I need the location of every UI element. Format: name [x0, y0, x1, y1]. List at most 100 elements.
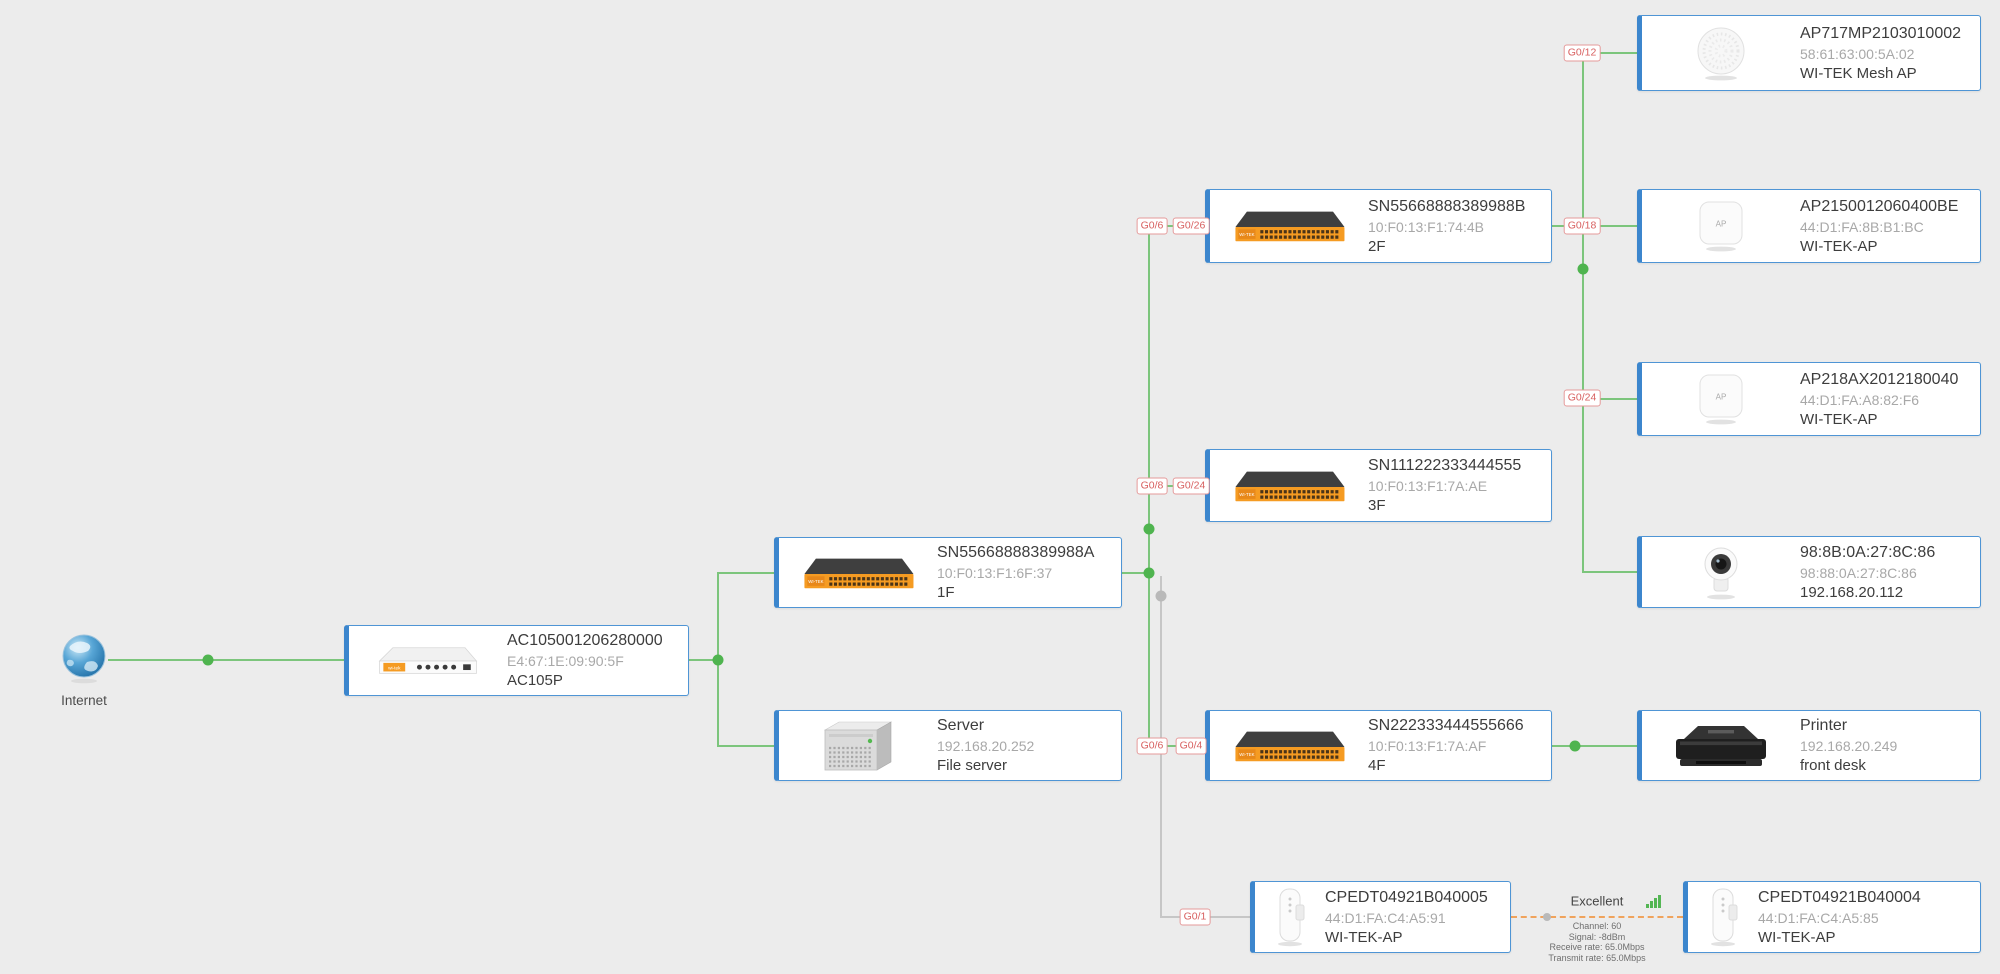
device-card-switch-4f[interactable]: WI-TEK SN222333444555666 10:F0:13:F1:7A:… [1205, 710, 1552, 781]
device-card-mesh-ap[interactable]: AP717MP2103010002 58:61:63:00:5A:02 WI-T… [1637, 15, 1981, 91]
port-label-g0-24: G0/24 [1172, 477, 1210, 495]
device-ip: 192.168.20.112 [1800, 583, 1904, 601]
mesh-ap-icon [1642, 24, 1800, 82]
signal-bars-icon [1646, 895, 1661, 908]
camera-icon [1642, 543, 1800, 601]
svg-text:WI-TEK: WI-TEK [1239, 232, 1254, 237]
device-card-server[interactable]: Server 192.168.20.252 File server [774, 710, 1122, 781]
cpe-icon [1255, 886, 1325, 948]
device-title: Printer [1800, 717, 1848, 734]
device-mac: 98:88:0A:27:8C:86 [1800, 564, 1917, 581]
printer-icon [1642, 721, 1800, 771]
device-location: front desk [1800, 757, 1866, 774]
device-card-cpe-right[interactable]: CPEDT04921B040004 44:D1:FA:C4:A5:85 WI-T… [1683, 881, 1981, 953]
device-title: SN111222333444555 [1368, 457, 1522, 474]
port-label-g0-1: G0/1 [1179, 908, 1211, 926]
signal-bar [1646, 904, 1649, 908]
device-mac: 10:F0:13:F1:6F:37 [937, 565, 1053, 581]
device-mac: 44:D1:FA:A8:82:F6 [1800, 391, 1920, 408]
device-card-cpe-left[interactable]: CPEDT04921B040005 44:D1:FA:C4:A5:91 WI-T… [1250, 881, 1511, 953]
device-mac: E4:67:1E:09:90:5F [507, 653, 624, 669]
device-ssid: WI-TEK-AP [1758, 928, 1836, 946]
device-mac: 10:F0:13:F1:74:4B [1368, 218, 1484, 235]
link-status-dot [1143, 567, 1155, 579]
server-icon [779, 718, 937, 774]
device-card-camera[interactable]: 98:8B:0A:27:8C:86 98:88:0A:27:8C:86 192.… [1637, 536, 1981, 608]
port-label-g0-6: G0/6 [1136, 217, 1168, 235]
device-mac: 44:D1:FA:C4:A5:91 [1325, 909, 1446, 926]
port-label-g0-24: G0/24 [1563, 389, 1601, 407]
device-name: File server [937, 757, 1008, 774]
switch-icon: WI-TEK [1210, 464, 1368, 508]
ap-icon: AP [1642, 199, 1800, 253]
signal-bar [1650, 901, 1653, 908]
connection-line [689, 659, 719, 661]
device-mac: 44:D1:FA:8B:B1:BC [1800, 218, 1924, 235]
device-title: AP2150012060400BE [1800, 197, 1959, 215]
device-title: AP717MP2103010002 [1800, 24, 1962, 42]
connection-line [717, 745, 774, 747]
connection-line [1583, 225, 1637, 227]
device-title: CPEDT04921B040005 [1325, 888, 1488, 906]
port-label-g0-6: G0/6 [1136, 737, 1168, 755]
internet-globe-icon[interactable] [58, 632, 110, 689]
connection-line [1583, 571, 1637, 573]
device-card-switch-1f[interactable]: WI-TEK SN55668888389988A 10:F0:13:F1:6F:… [774, 537, 1122, 608]
wireless-link-line [1511, 916, 1683, 918]
connection-line [1583, 398, 1637, 400]
link-status-dot [1577, 263, 1589, 275]
device-title: Server [937, 717, 985, 734]
svg-text:AP: AP [1716, 393, 1727, 402]
port-label-g0-26: G0/26 [1172, 217, 1210, 235]
device-card-switch-3f[interactable]: WI-TEK SN111222333444555 10:F0:13:F1:7A:… [1205, 449, 1552, 522]
device-ssid: WI-TEK-AP [1325, 928, 1403, 946]
device-ssid: WI-TEK-AP [1800, 410, 1878, 428]
device-title: SN222333444555666 [1368, 717, 1524, 734]
device-title: AC105001206280000 [507, 632, 663, 649]
device-floor: 4F [1368, 757, 1386, 774]
device-ssid: WI-TEK Mesh AP [1800, 64, 1917, 82]
device-floor: 1F [937, 584, 955, 601]
svg-text:WI-TEK: WI-TEK [1239, 492, 1254, 497]
device-ip: 192.168.20.252 [937, 738, 1035, 754]
port-label-g0-18: G0/18 [1563, 217, 1601, 235]
wireless-signal: Signal: -8dBm [1568, 931, 1626, 942]
device-title: CPEDT04921B040004 [1758, 888, 1921, 906]
link-status-dot [202, 654, 214, 666]
link-status-dot [1569, 740, 1581, 752]
device-card-switch-2f[interactable]: WI-TEK SN55668888389988B 10:F0:13:F1:74:… [1205, 189, 1552, 263]
device-card-ap-3f[interactable]: AP AP218AX2012180040 44:D1:FA:A8:82:F6 W… [1637, 362, 1981, 436]
svg-text:WI-TEK: WI-TEK [1239, 752, 1254, 757]
link-status-dot [1143, 523, 1155, 535]
link-status-dot [1155, 590, 1167, 602]
port-label-g0-8: G0/8 [1136, 477, 1168, 495]
device-floor: 2F [1368, 237, 1386, 255]
router-icon: wi-tek [349, 642, 507, 680]
connection-line [1583, 52, 1637, 54]
device-mac: 10:F0:13:F1:7A:AE [1368, 478, 1488, 494]
device-mac: 44:D1:FA:C4:A5:85 [1758, 909, 1879, 926]
ap-icon: AP [1642, 372, 1800, 426]
signal-bar [1654, 898, 1657, 908]
connection-line [108, 659, 344, 661]
switch-icon: WI-TEK [1210, 204, 1368, 248]
device-floor: 3F [1368, 497, 1386, 514]
device-name: AC105P [507, 672, 563, 689]
internet-label: Internet [61, 693, 107, 708]
device-mac: 58:61:63:00:5A:02 [1800, 45, 1915, 62]
device-card-printer[interactable]: Printer 192.168.20.249 front desk [1637, 710, 1981, 781]
device-card-ap-2f[interactable]: AP AP2150012060400BE 44:D1:FA:8B:B1:BC W… [1637, 189, 1981, 263]
device-ssid: WI-TEK-AP [1800, 237, 1878, 255]
cpe-icon [1688, 886, 1758, 948]
device-card-router[interactable]: wi-tek AC105001206280000 E4:67:1E:09:90:… [344, 625, 689, 696]
connection-line [1552, 745, 1637, 747]
wireless-receive-rate: Receive rate: 65.0Mbps [1549, 942, 1645, 952]
switch-icon: WI-TEK [1210, 724, 1368, 768]
wireless-channel: Channel: 60 [1572, 921, 1622, 931]
wireless-link-details: Channel: 60 Signal: -8dBm Receive rate: … [1548, 921, 1645, 963]
switch-icon: WI-TEK [779, 551, 937, 595]
port-label-g0-12: G0/12 [1563, 44, 1601, 62]
device-title: SN55668888389988B [1368, 197, 1526, 215]
device-title: SN55668888389988A [937, 544, 1095, 561]
